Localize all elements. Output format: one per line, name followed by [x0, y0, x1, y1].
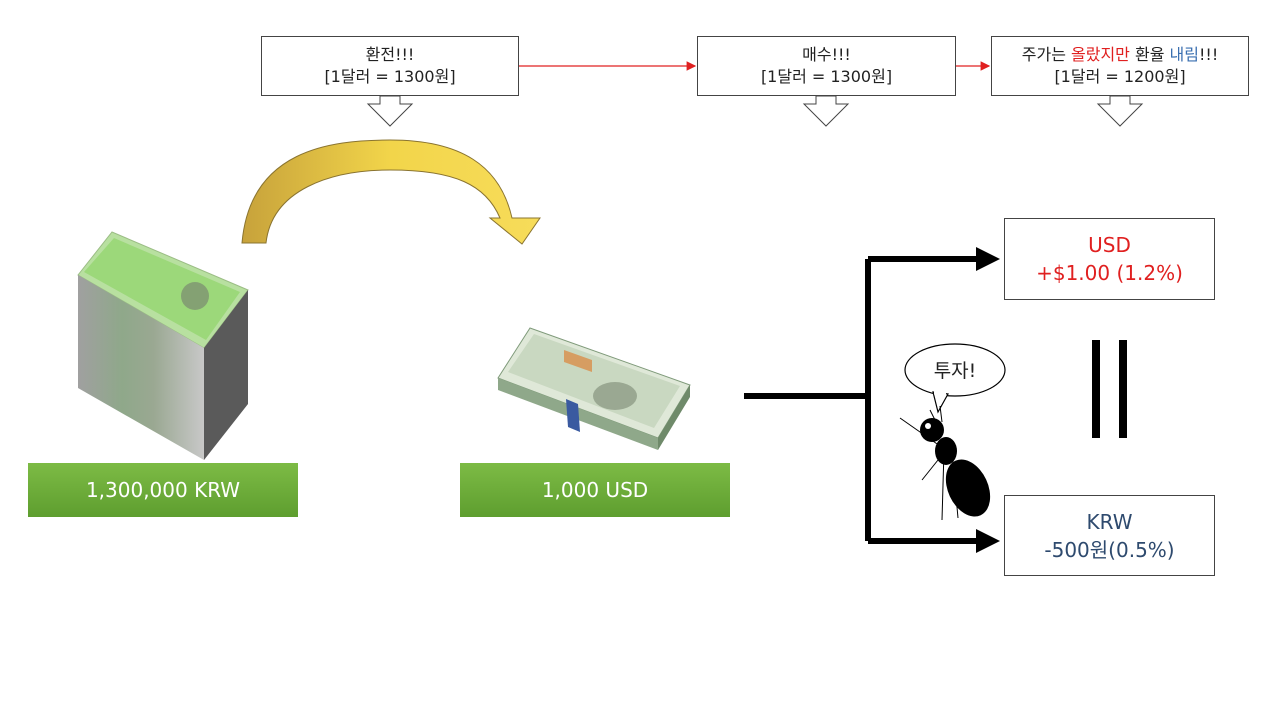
- down-arrow-step1: [366, 95, 414, 127]
- title-part-rate: 환율: [1129, 45, 1170, 64]
- step-result-rate: [1달러 = 1200원]: [1054, 67, 1186, 86]
- speech-bubble: [904, 343, 1006, 414]
- step-result-title: 주가는 올랐지만 환율 내림!!!: [992, 44, 1248, 66]
- krw-result-label: KRW: [1086, 510, 1133, 534]
- step-buy-rate: [1달러 = 1300원]: [760, 67, 893, 86]
- step-buy-title: 매수!!!: [802, 45, 851, 64]
- krw-result-box: KRW -500원(0.5%): [1004, 495, 1215, 576]
- equals-bar-right: [1119, 340, 1127, 438]
- step-box-exchange: 환전!!! [1달러 = 1300원]: [261, 36, 519, 96]
- step-exchange-title: 환전!!!: [365, 45, 415, 64]
- krw-bill-stack-icon: [77, 231, 249, 460]
- exchange-curved-arrow: [241, 139, 541, 245]
- step-box-buy: 매수!!! [1달러 = 1300원]: [697, 36, 956, 96]
- krw-result-value: -500원(0.5%): [1044, 538, 1175, 562]
- ant-icon: [899, 405, 991, 521]
- usd-result-value: +$1.00 (1.2%): [1036, 261, 1183, 285]
- step-exchange-rate: [1달러 = 1300원]: [324, 67, 456, 86]
- title-part-stock: 주가는: [1021, 45, 1072, 64]
- step-box-result: 주가는 올랐지만 환율 내림!!! [1달러 = 1200원]: [991, 36, 1249, 96]
- speech-text: 투자!: [933, 360, 977, 382]
- title-part-exclaim: !!!: [1198, 45, 1219, 64]
- usd-amount-label: 1,000 USD: [460, 463, 730, 517]
- down-arrow-step3: [1096, 95, 1144, 127]
- usd-bill-stack-icon: [497, 327, 691, 450]
- arrowhead-to-krw: [976, 529, 1000, 553]
- down-arrow-step2: [802, 95, 850, 127]
- title-part-rose: 올랐지만: [1071, 45, 1130, 64]
- equals-bar-left: [1092, 340, 1100, 438]
- krw-amount-label: 1,300,000 KRW: [28, 463, 298, 517]
- usd-result-box: USD +$1.00 (1.2%): [1004, 218, 1215, 300]
- title-part-fell: 내림: [1169, 45, 1199, 64]
- arrowhead-to-usd: [976, 247, 1000, 271]
- usd-result-label: USD: [1088, 233, 1131, 257]
- branch-connector: [744, 256, 978, 544]
